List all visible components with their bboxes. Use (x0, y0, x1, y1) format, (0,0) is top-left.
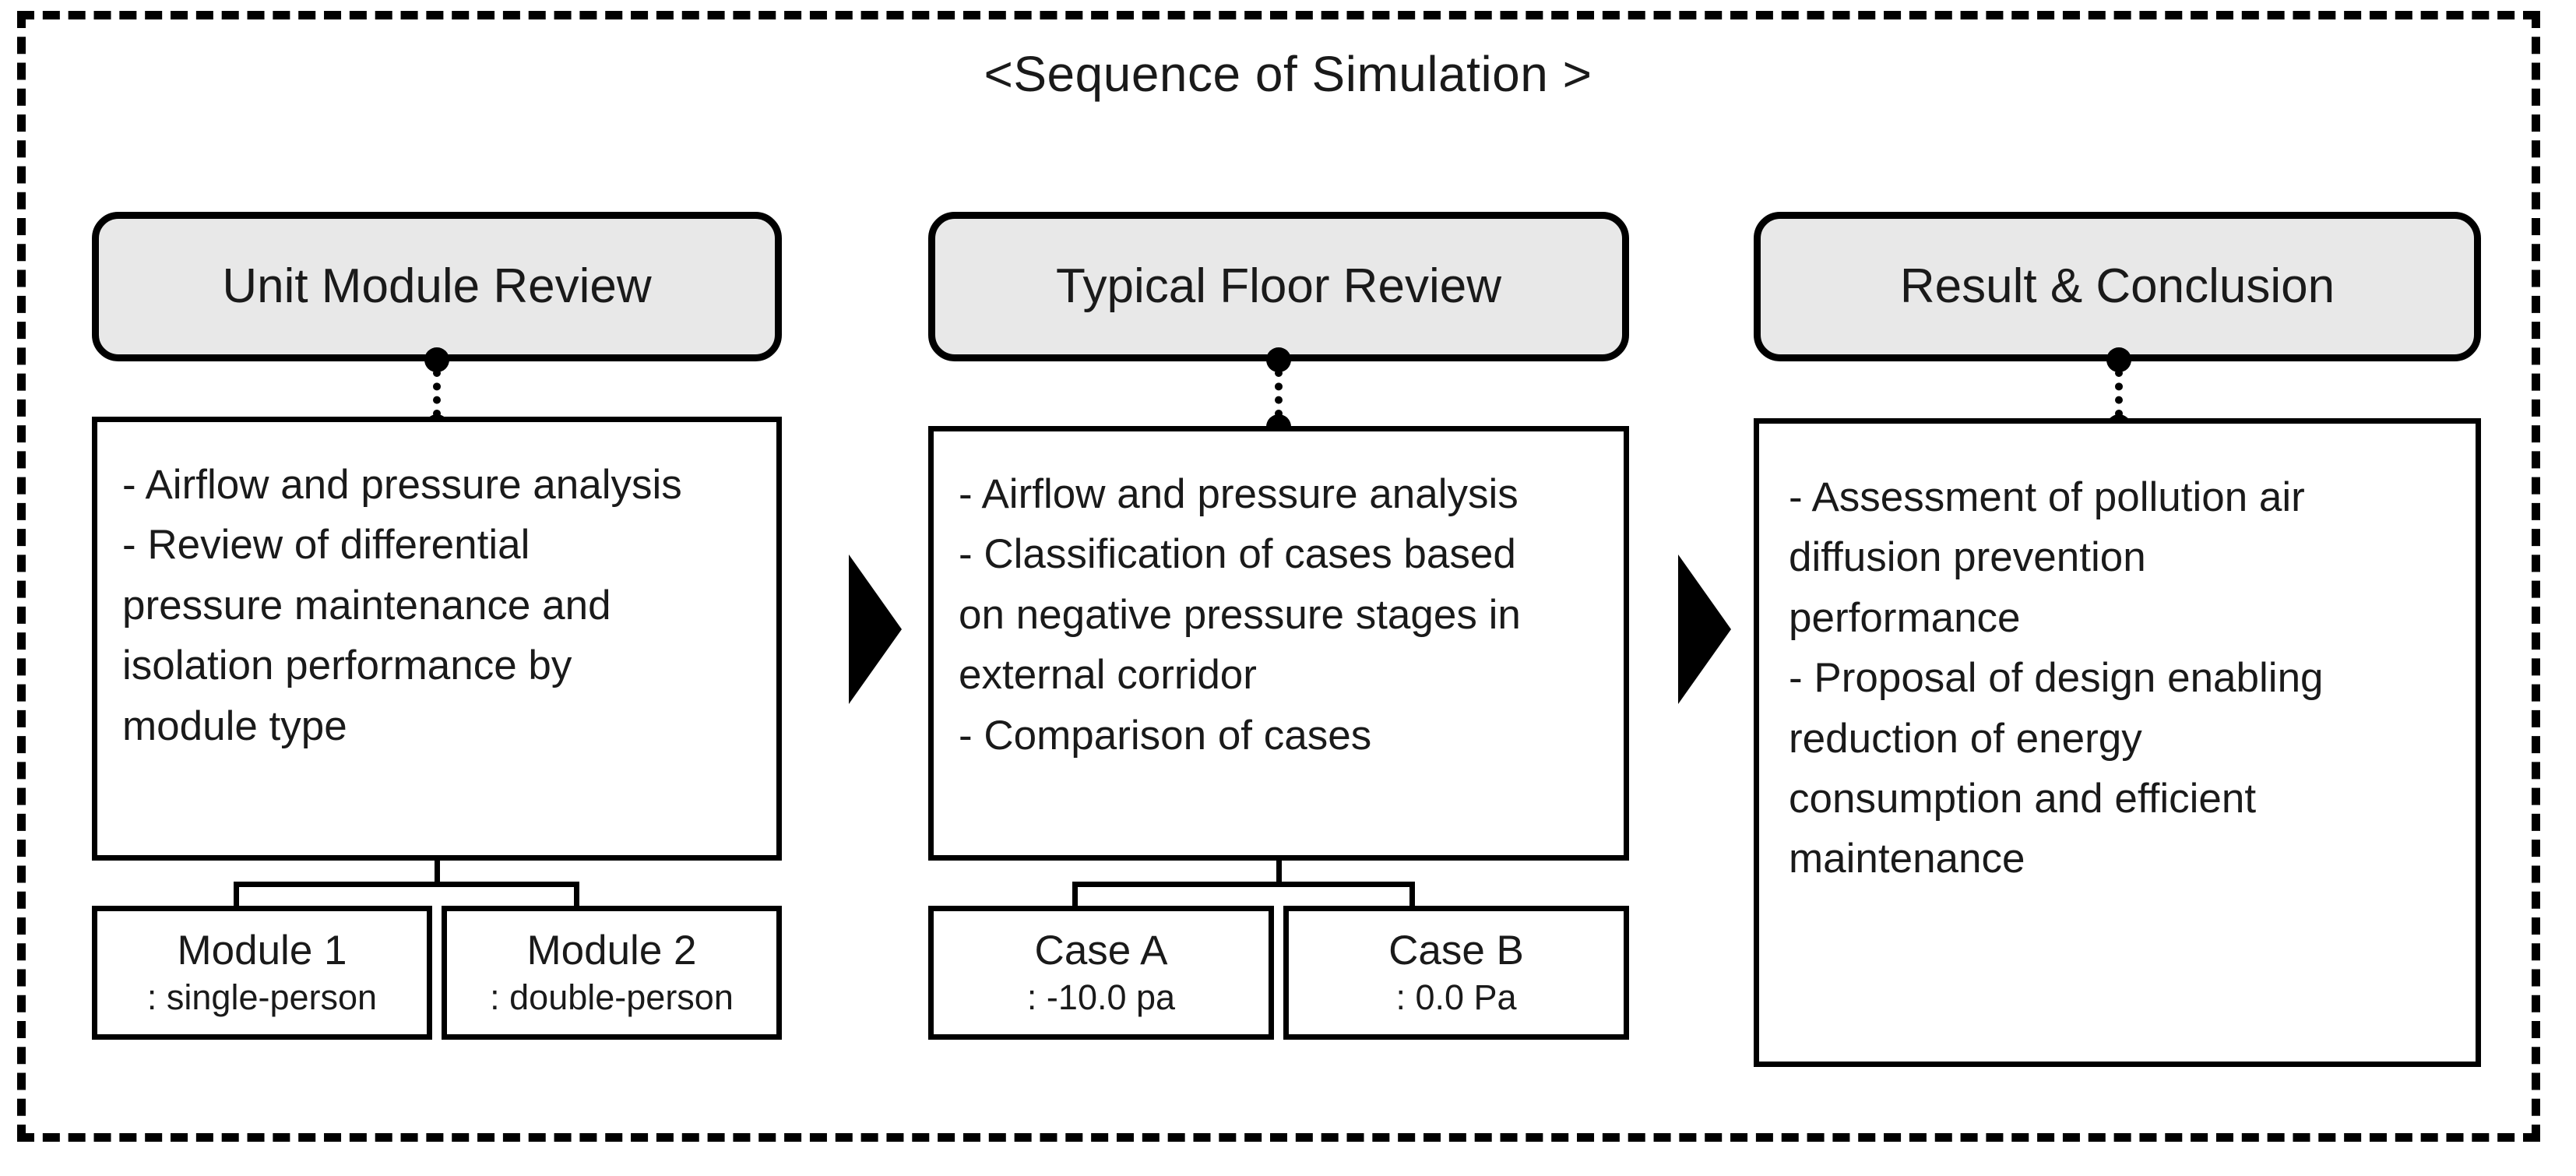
body-line: reduction of energy (1789, 715, 2142, 762)
body-line: - Proposal of design enabling (1789, 655, 2324, 702)
bracket-leg-right-1 (574, 882, 579, 908)
right-triangle-arrow-icon-1 (849, 555, 902, 704)
stage-header-box-3[interactable]: Result & Conclusion (1754, 212, 2481, 361)
body-line: - Comparison of cases (959, 712, 1372, 759)
stage-body-box-1: - Airflow and pressure analysis - Review… (92, 417, 782, 861)
outer-dashed-frame (17, 11, 2540, 1142)
stage-body-box-3: - Assessment of pollution air diffusion … (1754, 418, 2481, 1067)
stage-header-box-1[interactable]: Unit Module Review (92, 212, 782, 361)
body-line: - Review of differential (122, 522, 530, 569)
leaf-box-module-2[interactable]: Module 2 : double-person (442, 906, 782, 1040)
body-line: - Airflow and pressure analysis (959, 471, 1519, 517)
bracket-crossbar-1 (234, 882, 579, 887)
tree-bracket-icon-1 (92, 861, 782, 909)
body-line: diffusion prevention (1789, 534, 2146, 581)
leaf-title: Module 1 (177, 928, 347, 974)
leaf-title: Module 2 (526, 928, 697, 974)
bracket-stem-2 (1276, 861, 1282, 884)
stage-body-lines-1: - Airflow and pressure analysis - Review… (97, 422, 776, 756)
leaf-subtitle: : -10.0 pa (1026, 977, 1176, 1018)
stage-header-label-3: Result & Conclusion (1899, 259, 2335, 313)
leaf-box-case-a[interactable]: Case A : -10.0 pa (928, 906, 1274, 1040)
link-dot-top-icon-3 (2106, 347, 2131, 372)
bracket-leg-left-2 (1072, 882, 1078, 908)
tree-bracket-icon-2 (928, 861, 1629, 909)
body-line: external corridor (959, 652, 1257, 699)
leaf-subtitle: : single-person (146, 977, 378, 1018)
body-line: - Assessment of pollution air (1789, 474, 2305, 520)
link-dotted-line-3 (2115, 369, 2123, 417)
body-line: performance (1789, 594, 2021, 641)
body-line: module type (122, 702, 347, 749)
right-triangle-arrow-icon-2 (1678, 555, 1731, 704)
link-dotted-line-2 (1275, 369, 1283, 417)
link-dot-top-icon-2 (1266, 347, 1291, 372)
leaf-box-module-1[interactable]: Module 1 : single-person (92, 906, 432, 1040)
bracket-leg-left-1 (234, 882, 239, 908)
leaf-row-2: Case A : -10.0 pa Case B : 0.0 Pa (928, 906, 1629, 1040)
stage-body-lines-3: - Assessment of pollution air diffusion … (1759, 424, 2476, 889)
body-line: pressure maintenance and (122, 582, 611, 628)
link-dotted-line-1 (433, 369, 441, 417)
stage-header-label-2: Typical Floor Review (1056, 259, 1501, 313)
bracket-stem-1 (435, 861, 440, 884)
diagram-title: <Sequence of Simulation > (984, 46, 1592, 102)
bracket-crossbar-2 (1072, 882, 1415, 887)
stage-body-box-2: - Airflow and pressure analysis - Classi… (928, 426, 1629, 861)
leaf-row-1: Module 1 : single-person Module 2 : doub… (92, 906, 782, 1040)
body-line: - Airflow and pressure analysis (122, 462, 682, 508)
body-line: maintenance (1789, 836, 2025, 882)
body-line: consumption and efficient (1789, 775, 2257, 822)
body-line: on negative pressure stages in (959, 591, 1521, 638)
leaf-title: Case B (1388, 928, 1524, 974)
leaf-subtitle: : 0.0 Pa (1395, 977, 1517, 1018)
stage-header-label-1: Unit Module Review (222, 259, 652, 313)
stage-header-box-2[interactable]: Typical Floor Review (928, 212, 1629, 361)
body-line: isolation performance by (122, 643, 572, 689)
stage-body-lines-2: - Airflow and pressure analysis - Classi… (934, 431, 1624, 766)
bracket-leg-right-2 (1409, 882, 1415, 908)
body-line: - Classification of cases based (959, 531, 1516, 578)
link-dot-top-icon-1 (424, 347, 449, 372)
leaf-title: Case A (1034, 928, 1168, 974)
leaf-box-case-b[interactable]: Case B : 0.0 Pa (1283, 906, 1629, 1040)
leaf-subtitle: : double-person (490, 977, 734, 1018)
